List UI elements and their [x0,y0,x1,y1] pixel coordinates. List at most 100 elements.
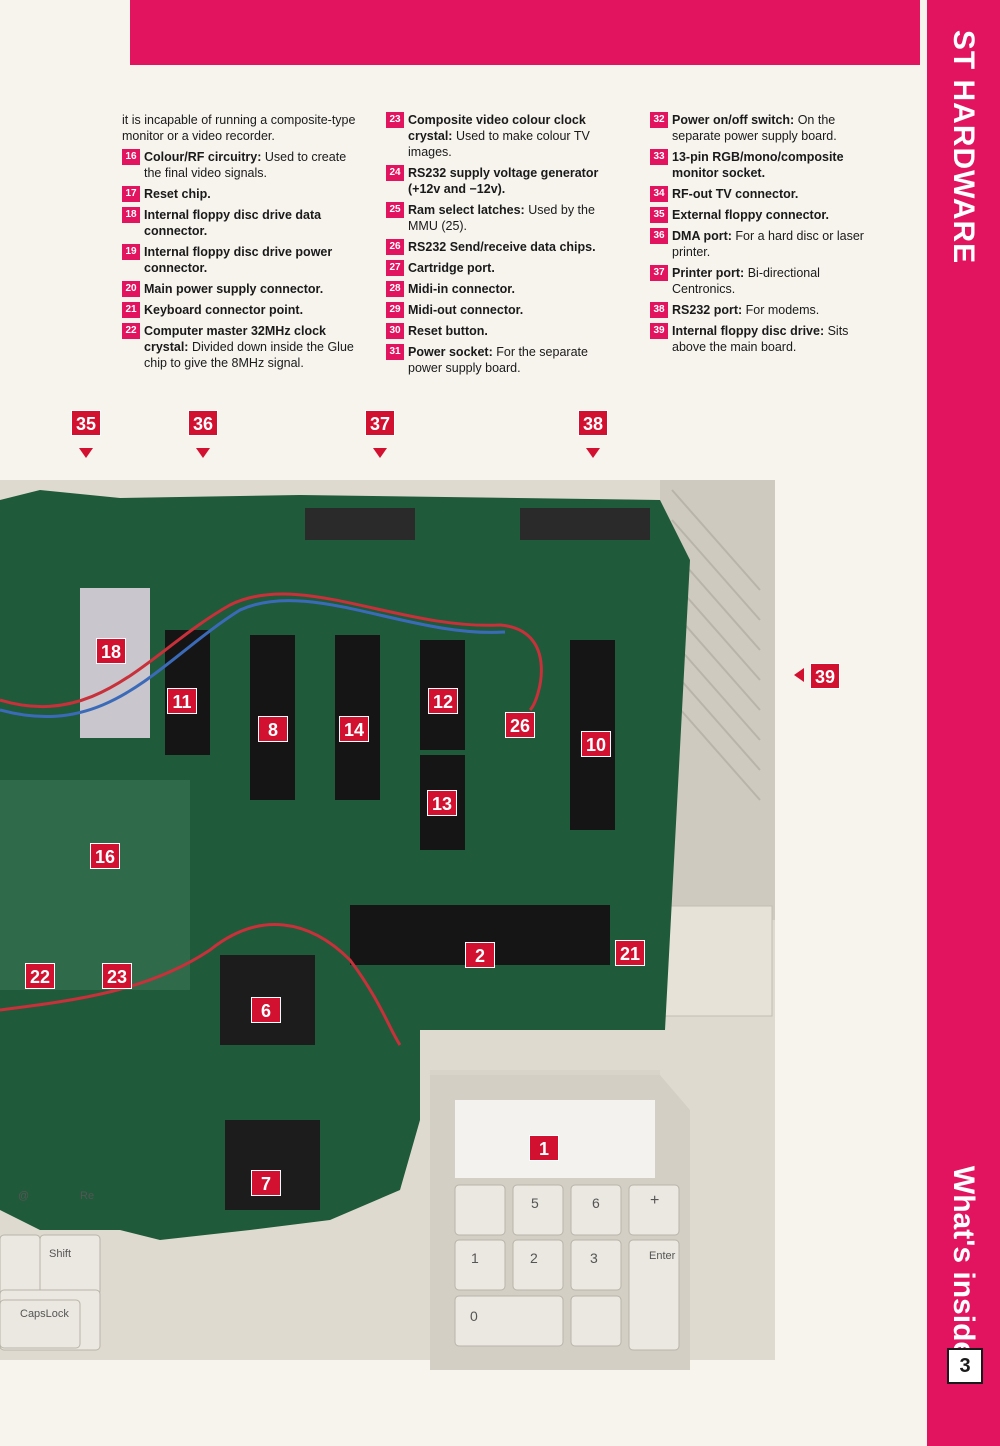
entry-text: On the separate power supply board. [672,113,837,143]
number-badge: 32 [650,112,668,128]
number-badge: 21 [122,302,140,318]
entry-term: Midi-out connector. [408,303,524,317]
key-at: @ [18,1190,30,1202]
arrow-down-icon [196,448,210,458]
key-shift: Shift [49,1248,72,1260]
key [512,1184,564,1236]
key [454,1295,564,1347]
callout-2: 2 [465,942,495,968]
callout-14: 14 [339,716,369,742]
number-badge: 28 [386,281,404,297]
number-badge: 27 [386,260,404,276]
number-badge: 17 [122,186,140,202]
section-title: ST HARDWARE [947,29,980,265]
number-badge: 31 [386,344,404,360]
key-3: 3 [590,1250,598,1266]
callout-39: 39 [810,663,840,689]
key [0,1299,81,1349]
key [570,1184,622,1236]
section-footer: What's inside [947,1165,980,1359]
entry-term: RF-out TV connector. [672,187,799,201]
key-return: Re [80,1190,95,1202]
entry-text: For a hard disc or laser printer. [672,229,864,259]
list-item: it is incapable of running a composite-t… [122,112,358,144]
red-wire-lower [0,923,402,1046]
entry-text: Divided down inside the Glue chip to giv… [144,340,354,370]
red-wire [0,592,543,712]
top-banner [130,0,920,65]
entry-term: Composite video colour clock crystal: [408,113,586,143]
callout-1: 1 [529,1135,559,1161]
entry-term: Cartridge port. [408,261,495,275]
callout-36: 36 [188,410,218,436]
entry-term: Reset button. [408,324,488,338]
arrow-left-icon [794,668,804,682]
chip-7 [225,1120,320,1210]
arrow-down-icon [586,448,600,458]
number-badge: 30 [386,323,404,339]
entry-text: Used to create the final video signals. [144,150,347,180]
callout-7: 7 [251,1170,281,1196]
key-6: 6 [592,1195,600,1211]
key [628,1184,680,1236]
arrow-down-icon [373,448,387,458]
rs232-port [520,508,650,540]
number-badge: 39 [650,323,668,339]
case-panel [661,905,773,1017]
entry-text: Used by the MMU (25). [408,203,595,233]
number-badge: 20 [122,281,140,297]
number-badge: 22 [122,323,140,339]
callout-22: 22 [25,963,55,989]
entry-term: Internal floppy disc drive power connect… [144,245,333,275]
list-item: 27 Cartridge port. [386,260,618,276]
number-badge: 18 [122,207,140,223]
callout-35: 35 [71,410,101,436]
list-item: 34 RF-out TV connector. [650,186,878,202]
callout-11: 11 [167,688,197,714]
entry-term: Colour/RF circuitry: [144,150,262,164]
entry-term: Midi-in connector. [408,282,515,296]
number-badge: 29 [386,302,404,318]
number-badge: 16 [122,149,140,165]
number-badge: 24 [386,165,404,181]
entry-term: Reset chip. [144,187,211,201]
key [0,1234,41,1296]
number-badge: 35 [650,207,668,223]
key-enter: Enter [649,1250,676,1262]
callout-12: 12 [428,688,458,714]
entry-term: Ram select latches: [408,203,525,217]
page-number: 3 [947,1348,983,1384]
printer-port [305,508,415,540]
entry-term: RS232 supply voltage generator (+12v and… [408,166,599,196]
list-item: 30 Reset button. [386,323,618,339]
key-1: 1 [471,1250,479,1266]
side-strip [927,0,1000,1446]
callout-18: 18 [96,638,126,664]
number-badge: 38 [650,302,668,318]
key [454,1239,506,1291]
number-badge: 36 [650,228,668,244]
callout-10: 10 [581,731,611,757]
key [512,1239,564,1291]
entry-text: For the separate power supply board. [408,345,588,375]
callout-16: 16 [90,843,120,869]
key [628,1239,680,1351]
number-badge: 34 [650,186,668,202]
entry-term: Internal floppy disc drive: [672,324,825,338]
callout-8: 8 [258,716,288,742]
